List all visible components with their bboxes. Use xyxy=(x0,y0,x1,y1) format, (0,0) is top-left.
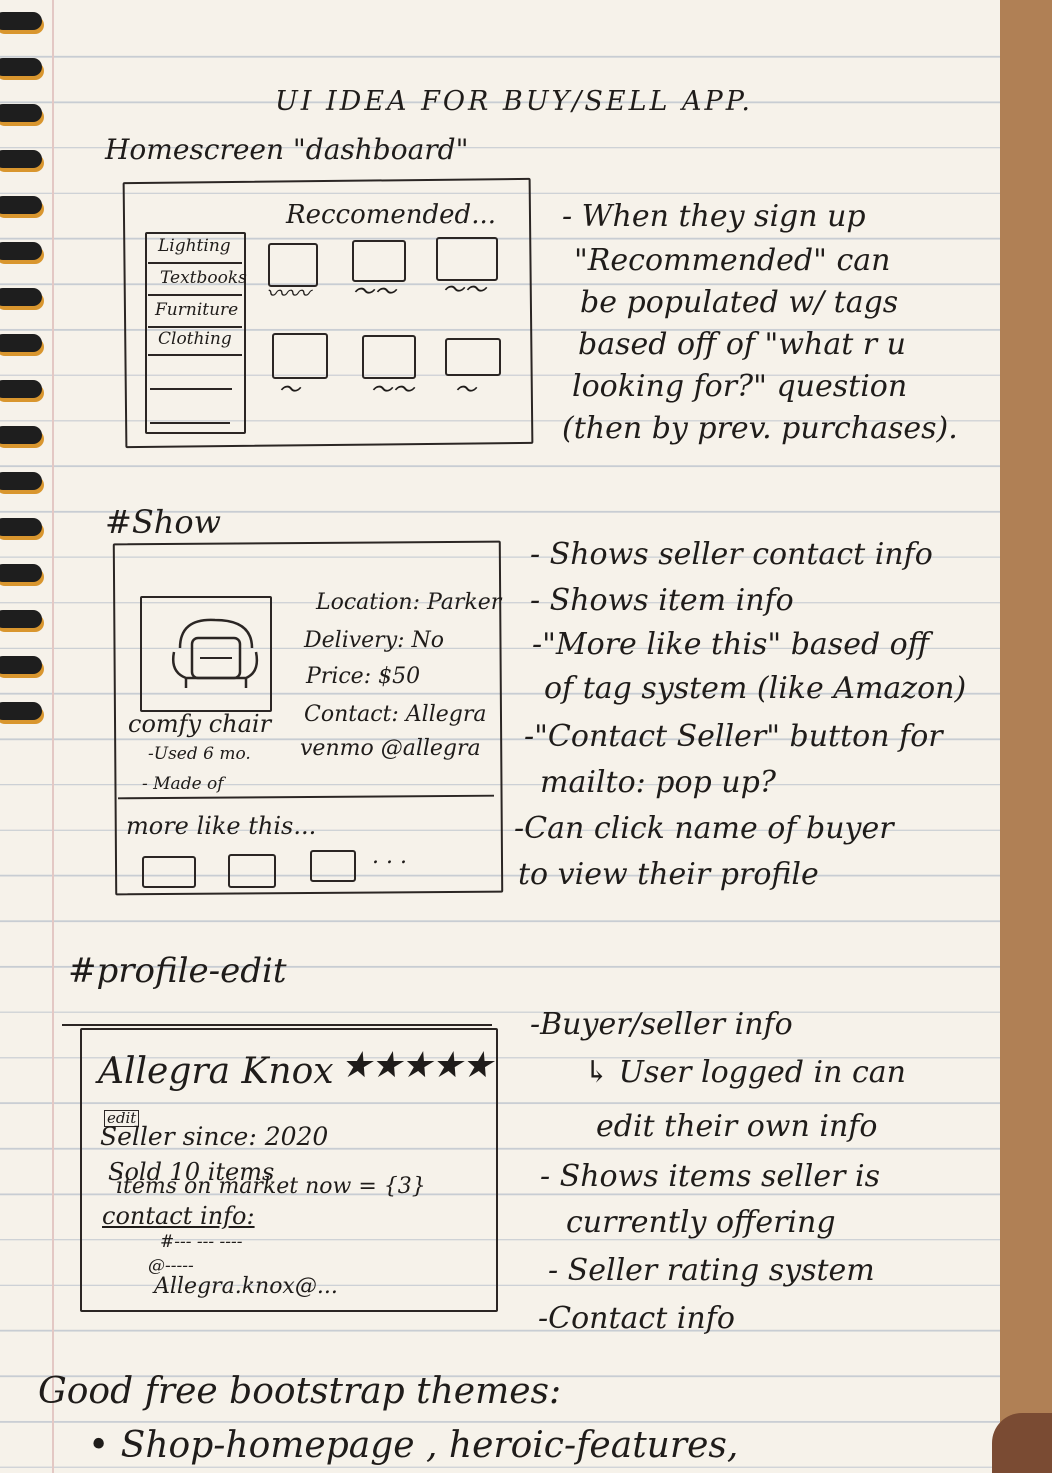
more-like-this-label: more like this... xyxy=(126,812,317,840)
notebook-page: UI IDEA FOR BUY/SELL APP. Homescreen "da… xyxy=(0,0,1000,1473)
ring-icon xyxy=(0,472,42,490)
note-line: -Can click name of buyer xyxy=(514,811,894,846)
ring-icon xyxy=(0,564,42,582)
note-line: be populated w/ tags xyxy=(580,285,899,320)
ring-icon xyxy=(0,334,42,352)
squiggle: 〜 xyxy=(278,378,301,403)
category-sidebar xyxy=(145,232,246,434)
product-thumbnail xyxy=(436,237,498,281)
item-bullet: -Used 6 mo. xyxy=(148,744,251,764)
seller-since: Seller since: 2020 xyxy=(100,1122,329,1151)
category-item: Furniture xyxy=(155,300,239,320)
page-title: UI IDEA FOR BUY/SELL APP. xyxy=(275,86,753,117)
ring-icon xyxy=(0,380,42,398)
note-line: edit their own info xyxy=(596,1109,878,1144)
footer-line: • Shop-homepage , heroic-features, xyxy=(88,1425,739,1466)
profile-name[interactable]: Allegra Knox xyxy=(98,1051,334,1092)
note-line: -Contact info xyxy=(538,1301,735,1336)
venmo-label: venmo @allegra xyxy=(300,736,481,761)
ring-icon xyxy=(0,702,42,720)
related-thumbnail[interactable] xyxy=(228,854,276,888)
ring-icon xyxy=(0,610,42,628)
ring-icon xyxy=(0,58,42,76)
category-item: Textbooks xyxy=(160,268,247,288)
sold-count: Sold 10 items xyxy=(108,1158,275,1186)
footer-line: Good free bootstrap themes: xyxy=(38,1371,562,1412)
item-bullet: - Made of xyxy=(142,774,224,794)
location-label: Location: Parker xyxy=(316,590,502,615)
ring-icon xyxy=(0,518,42,536)
price-label: Price: $50 xyxy=(306,664,421,689)
note-line: -Buyer/seller info xyxy=(530,1007,793,1042)
delivery-label: Delivery: No xyxy=(304,628,445,653)
note-line: -"Contact Seller" button for xyxy=(524,719,943,754)
note-line: - Shows items seller is xyxy=(540,1159,880,1194)
profile-wireframe xyxy=(80,1028,498,1312)
product-thumbnail xyxy=(268,243,318,287)
show-heading: #Show xyxy=(105,503,221,541)
squiggle: 〜〜 xyxy=(370,378,415,403)
ring-icon xyxy=(0,426,42,444)
squiggle: 〜〜 xyxy=(442,278,487,303)
contact-info-label: contact info: xyxy=(102,1202,255,1230)
note-line: - Seller rating system xyxy=(548,1253,875,1288)
note-line: looking for?" question xyxy=(572,369,908,404)
note-line: - When they sign up xyxy=(562,199,866,234)
divider xyxy=(148,354,242,356)
related-thumbnail[interactable] xyxy=(310,850,356,882)
ellipsis: . . . xyxy=(372,844,407,869)
contact-label[interactable]: Contact: Allegra xyxy=(304,702,487,727)
phone-line: #--- --- ---- xyxy=(160,1232,243,1252)
homescreen-heading: Homescreen "dashboard" xyxy=(105,133,469,166)
product-thumbnail xyxy=(362,335,416,379)
ring-icon xyxy=(0,196,42,214)
note-line: (then by prev. purchases). xyxy=(562,411,958,446)
margin-line xyxy=(52,0,54,1473)
divider xyxy=(62,1024,492,1026)
ring-icon xyxy=(0,150,42,168)
recommended-label: Reccomended... xyxy=(286,200,496,230)
category-item: Clothing xyxy=(158,329,232,349)
divider xyxy=(150,422,230,424)
ring-icon xyxy=(0,656,42,674)
divider xyxy=(148,326,242,328)
rating-stars-icon: ★★★★★ xyxy=(340,1045,493,1086)
note-line: of tag system (like Amazon) xyxy=(544,671,967,706)
profile-heading: #profile-edit xyxy=(68,951,287,991)
squiggle: 〜〜 xyxy=(352,280,397,305)
items-on-market: items on market now = {3} xyxy=(116,1174,426,1199)
chair-icon xyxy=(172,618,259,688)
note-line: ↳ User logged in can xyxy=(584,1055,907,1090)
note-line: based off of "what r u xyxy=(578,327,907,362)
related-thumbnail[interactable] xyxy=(142,856,196,888)
handle-line: @----- xyxy=(148,1256,194,1276)
note-line: mailto: pop up? xyxy=(540,765,776,800)
email-line: Allegra.knox@... xyxy=(154,1274,338,1299)
note-line: to view their profile xyxy=(518,857,819,892)
category-item: Lighting xyxy=(158,236,231,256)
note-line: currently offering xyxy=(566,1205,836,1240)
item-name: comfy chair xyxy=(128,710,272,738)
edit-button[interactable]: edit xyxy=(104,1110,140,1127)
thumb xyxy=(992,1413,1052,1473)
note-line: "Recommended" can xyxy=(574,243,891,278)
note-line: - Shows seller contact info xyxy=(530,537,933,572)
squiggle: 〰〰 xyxy=(266,282,311,307)
squiggle: 〜 xyxy=(454,378,477,403)
product-thumbnail xyxy=(272,333,328,379)
ring-icon xyxy=(0,242,42,260)
divider xyxy=(148,294,242,296)
divider xyxy=(150,388,232,390)
item-photo-frame xyxy=(140,596,272,712)
divider xyxy=(148,262,242,264)
ring-icon xyxy=(0,12,42,30)
product-thumbnail xyxy=(445,338,501,376)
product-thumbnail xyxy=(352,240,406,282)
ring-icon xyxy=(0,288,42,306)
ring-icon xyxy=(0,104,42,122)
note-line: - Shows item info xyxy=(530,583,794,618)
note-line: -"More like this" based off xyxy=(532,627,930,662)
